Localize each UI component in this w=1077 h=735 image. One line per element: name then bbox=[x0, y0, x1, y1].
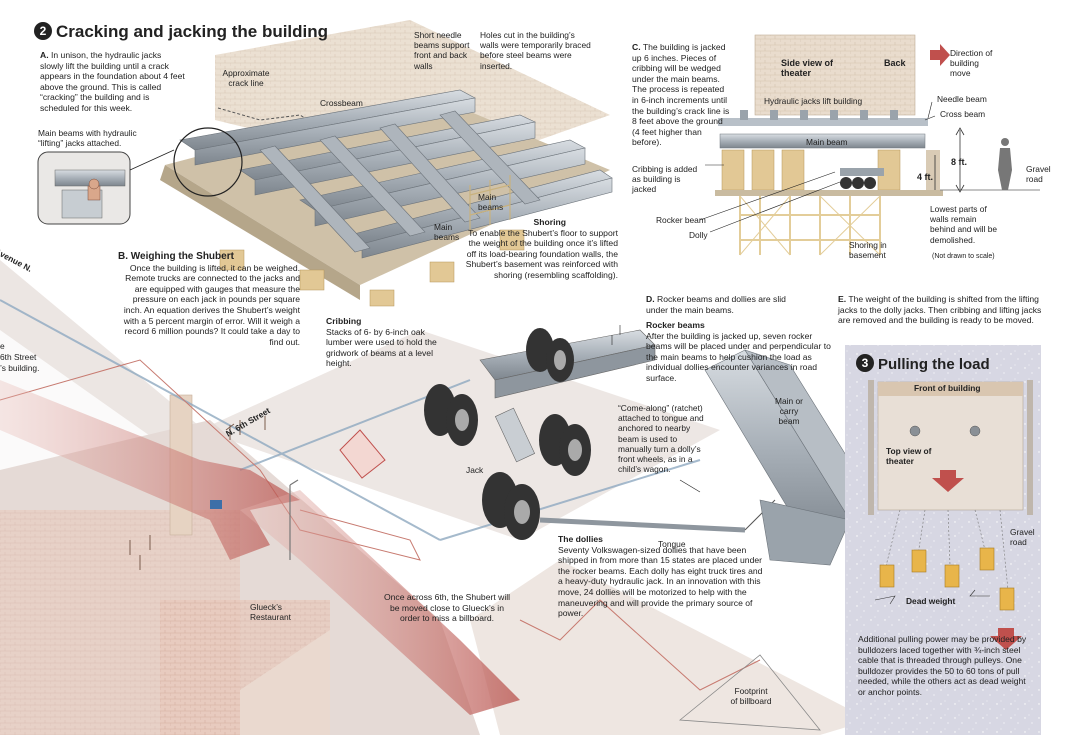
label-main-carry-beam: Main or carry beam bbox=[775, 396, 803, 427]
label-come-along: “Come-along” (ratchet) attached to tongu… bbox=[618, 403, 704, 475]
label-gravel-road-side: Gravel road bbox=[1026, 164, 1051, 185]
step-d-body: Rocker beams and dollies are slid under … bbox=[646, 294, 786, 315]
section3-title: Pulling the load bbox=[878, 356, 990, 373]
shoring-title: Shoring bbox=[533, 217, 566, 227]
cribbing-text: Stacks of 6- by 6-inch oak lumber were u… bbox=[326, 326, 437, 369]
step-b-title: Weighing the Shubert bbox=[130, 251, 234, 262]
label-main-beams-jacks: Main beams with hydraulic “lifting” jack… bbox=[38, 128, 137, 149]
side-view-diagram bbox=[699, 34, 1040, 256]
step-b-text: Once the building is lifted, it can be w… bbox=[123, 262, 300, 347]
step-a-body: In unison, the hydraulic jacks slowly li… bbox=[40, 50, 185, 113]
label-jacks-lift: Hydraulic jacks lift building bbox=[764, 96, 863, 106]
cribbing-title: Cribbing bbox=[326, 316, 362, 326]
left-fragment-2: 6th Street bbox=[0, 352, 37, 362]
shoring-text: To enable the Shubert’s floor to support… bbox=[465, 227, 618, 280]
step-e-letter: E. bbox=[838, 294, 847, 304]
street-map-illustration bbox=[0, 260, 870, 735]
label-not-to-scale: (Not drawn to scale) bbox=[932, 253, 995, 260]
pulling-text: Additional pulling power may be provided… bbox=[858, 634, 1027, 697]
step-d-letter: D. bbox=[646, 294, 655, 304]
dolly-illustration bbox=[424, 325, 881, 566]
label-eight-ft: 8 ft. bbox=[951, 157, 968, 167]
step-c-body: The building is jacked up 6 inches. Piec… bbox=[632, 42, 730, 148]
step-c-letter: C. bbox=[632, 42, 641, 52]
side-view-back: Back bbox=[884, 58, 906, 68]
step-e-body: The weight of the building is shifted fr… bbox=[838, 294, 1042, 326]
section2-number-badge: 2 bbox=[34, 22, 52, 40]
label-shoring-basement: Shoring in basement bbox=[849, 240, 887, 261]
side-view-title: Side view of theater bbox=[781, 58, 834, 79]
step-d-text: D. Rocker beams and dollies are slid und… bbox=[646, 294, 796, 315]
label-billboard-footprint: Footprint of billboard bbox=[730, 686, 772, 707]
section2-title: Cracking and jacking the building bbox=[56, 22, 329, 41]
label-tongue: Tongue bbox=[658, 539, 686, 549]
label-dead-weight: Dead weight bbox=[906, 596, 956, 606]
label-cribbing-added: Cribbing is added as building is jacked bbox=[632, 164, 698, 195]
label-main-beam: Main beam bbox=[806, 137, 848, 147]
label-lowest-parts: Lowest parts of walls remain behind and … bbox=[930, 204, 998, 245]
cribbing-block: Cribbing Stacks of 6- by 6-inch oak lumb… bbox=[326, 316, 444, 369]
label-gluecks-restaurant: Glueck’s Restaurant bbox=[250, 602, 291, 623]
label-gravel-road-top: Gravel road bbox=[1010, 527, 1035, 548]
pulling-load-panel bbox=[845, 345, 1041, 735]
label-direction-move: Direction of building move bbox=[950, 48, 993, 79]
step-b-letter: B. bbox=[118, 251, 128, 262]
dollies-text: Seventy Volkswagen-sized dollies that ha… bbox=[558, 544, 763, 619]
dollies-block: The dollies Seventy Volkswagen-sized dol… bbox=[558, 534, 768, 619]
cracking-building-illustration bbox=[160, 20, 613, 307]
step-c-text: C. The building is jacked up 6 inches. P… bbox=[632, 42, 732, 148]
step-a-letter: A. bbox=[40, 50, 49, 60]
label-holes-cut: Holes cut in the building’s walls were t… bbox=[480, 30, 591, 71]
label-top-view: Top view of theater bbox=[886, 446, 932, 467]
dollies-title: The dollies bbox=[558, 534, 603, 544]
label-jack: Jack bbox=[466, 465, 484, 475]
left-fragment-1: e bbox=[0, 341, 5, 351]
label-needle-beams: Short needle beams support front and bac… bbox=[414, 30, 470, 71]
once-across-note: Once across 6th, the Shubert will be mov… bbox=[383, 592, 511, 624]
step-b-block: B. Weighing the Shubert Once the buildin… bbox=[118, 251, 300, 347]
rocker-beams-title: Rocker beams bbox=[646, 320, 705, 330]
label-main-beams-1: Main beams bbox=[478, 192, 504, 213]
label-needle-beam: Needle beam bbox=[937, 94, 987, 104]
label-rocker-beam: Rocker beam bbox=[656, 215, 706, 225]
step-b-heading: B. Weighing the Shubert bbox=[118, 251, 300, 263]
label-cross-beam: Cross beam bbox=[940, 109, 986, 119]
label-dolly: Dolly bbox=[689, 230, 708, 240]
section3-number-badge: 3 bbox=[856, 354, 874, 372]
label-main-beams-2: Main beams bbox=[434, 222, 460, 243]
jack-detail-inset bbox=[37, 149, 175, 225]
step-e-text: E. The weight of the building is shifted… bbox=[838, 294, 1048, 326]
shoring-block: Shoring To enable the Shubert’s floor to… bbox=[458, 217, 618, 281]
label-four-ft: 4 ft. bbox=[917, 172, 934, 182]
left-fragment-3: ’s building. bbox=[0, 363, 40, 373]
label-crack-line: Approximate crack line bbox=[222, 68, 270, 89]
step-a-text: A. In unison, the hydraulic jacks slowly… bbox=[40, 50, 185, 114]
rocker-beams-block: Rocker beams After the building is jacke… bbox=[646, 320, 836, 384]
label-front-of-building: Front of building bbox=[914, 383, 981, 393]
rocker-beams-text: After the building is jacked up, seven r… bbox=[646, 330, 831, 383]
label-crossbeam: Crossbeam bbox=[320, 98, 363, 108]
